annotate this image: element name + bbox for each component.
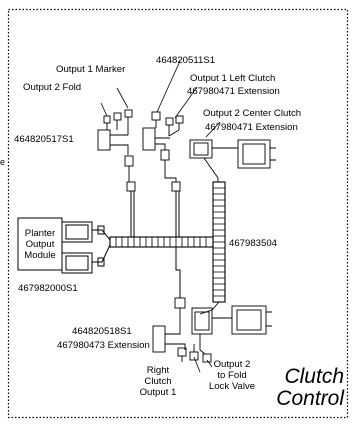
label-part-467983504: 467983504 — [229, 238, 278, 249]
right-clutch-line-3: Output 1 — [139, 387, 177, 398]
fold-lock-line-2: to Fold — [217, 370, 247, 381]
right-clutch-line-2: Clutch — [144, 376, 172, 387]
label-output-2-fold: Output 2 Fold — [23, 82, 82, 93]
leader-lines — [100, 60, 221, 373]
planter-line-2: Output — [25, 239, 55, 250]
planter-line-3: Module — [24, 250, 56, 261]
label-part-464820511S1: 464820511S1 — [156, 55, 216, 66]
label-output-1-left-clutch: Output 1 Left Clutch — [190, 73, 276, 84]
main-harness-horizontal — [109, 191, 214, 298]
label-output-2-center-clutch: Output 2 Center Clutch — [203, 108, 302, 119]
bottom-right-connector — [191, 301, 272, 363]
right-clutch-line-1: Right — [146, 365, 170, 376]
main-harness-vertical — [212, 181, 226, 303]
title-line-2: Control — [276, 387, 344, 410]
label-part-467982000S1: 467982000S1 — [18, 283, 78, 294]
label-part-464820517S1: 464820517S1 — [14, 134, 74, 145]
edge-letter: e — [0, 157, 6, 167]
diagram-title: Clutch Control — [262, 366, 344, 410]
label-part-464820518S1: 464820518S1 — [72, 326, 132, 337]
label-planter-output-module: Planter Output Module — [20, 228, 60, 261]
fold-lock-line-3: Lock Valve — [208, 381, 256, 392]
title-line-1: Clutch — [284, 365, 344, 388]
dotted-frame — [7, 8, 349, 419]
label-467980471-extension-b: 467980471 Extension — [205, 122, 298, 133]
label-right-clutch-output-1: Right Clutch Output 1 — [136, 365, 180, 398]
label-467980471-extension-a: 467980471 Extension — [187, 86, 280, 97]
fold-lock-line-1: Output 2 — [213, 359, 251, 370]
label-output-1-marker: Output 1 Marker — [56, 64, 126, 75]
label-467980473-extension: 467980473 Extension — [57, 340, 150, 351]
planter-line-1: Planter — [24, 228, 56, 239]
small-connectors-left — [97, 109, 136, 192]
top-right-connector — [189, 139, 276, 182]
small-connectors-middle — [142, 111, 184, 192]
bottom-left-connector — [152, 297, 199, 362]
label-output-2-fold-lock-valve: Output 2 to Fold Lock Valve — [204, 359, 260, 392]
planter-output-module — [17, 217, 111, 274]
